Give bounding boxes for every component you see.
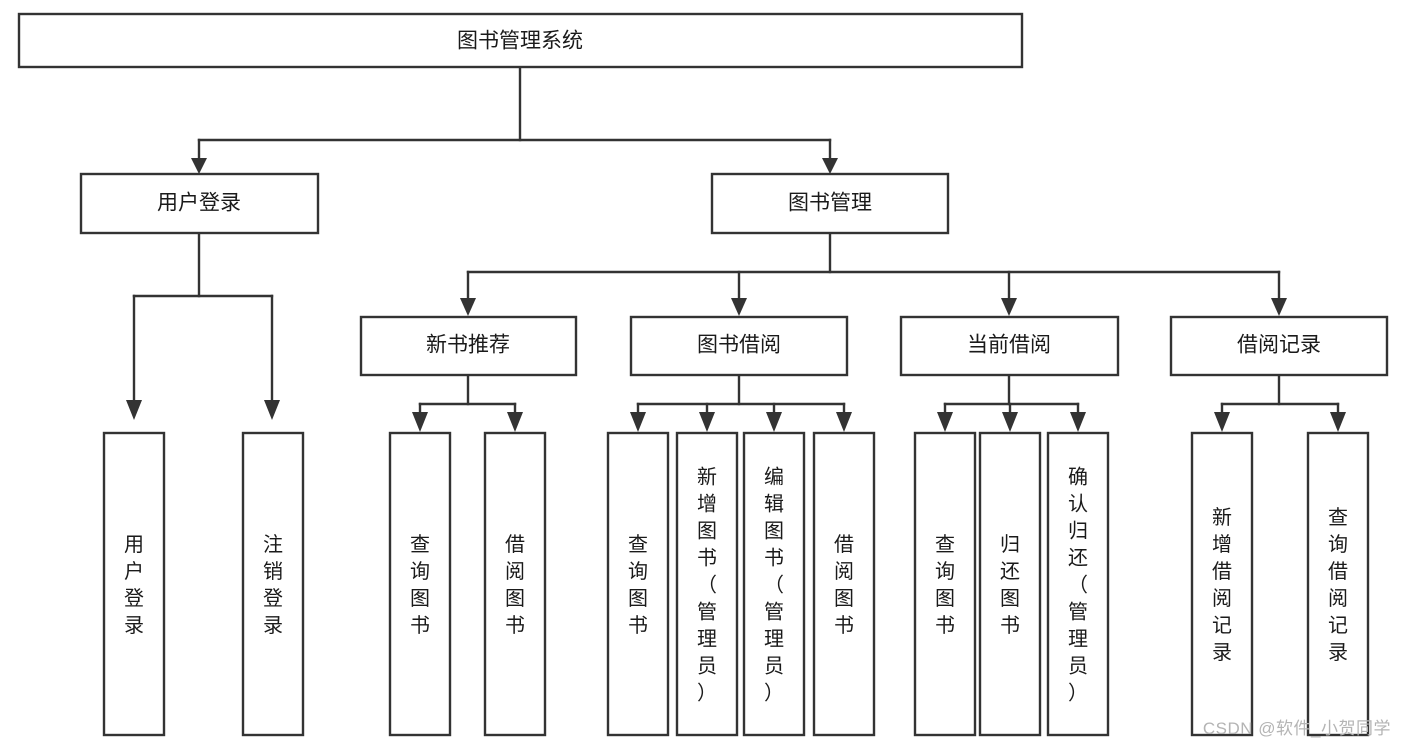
node-borrow-record-box[interactable] [1169, 315, 1389, 377]
node-leaf-user-login[interactable]: 用户登录 [102, 431, 166, 737]
node-book-manage-box[interactable] [710, 172, 950, 235]
node-root-box[interactable] [17, 12, 1024, 69]
node-root[interactable]: 图书管理系统 [17, 12, 1024, 69]
node-leaf-return-book-box[interactable] [978, 431, 1042, 737]
connector-layer [126, 66, 1346, 432]
node-leaf-logout[interactable]: 注销登录 [241, 431, 305, 737]
arrow-head-leaf-borrow-book-2 [836, 412, 852, 432]
arrow-head-user-login [191, 158, 207, 174]
node-leaf-add-record-box[interactable] [1190, 431, 1254, 737]
node-new-book-recommend[interactable]: 新书推荐 [359, 315, 578, 377]
node-current-borrow[interactable]: 当前借阅 [899, 315, 1120, 377]
csdn-watermark: CSDN @软件_小贺同学 [1202, 719, 1391, 738]
node-leaf-query-book-3[interactable]: 查询图书 [913, 431, 977, 737]
arrow-head-leaf-confirm-return [1070, 412, 1086, 432]
node-leaf-borrow-book-2[interactable]: 借阅图书 [812, 431, 876, 737]
node-leaf-query-book-1[interactable]: 查询图书 [388, 431, 452, 737]
node-leaf-edit-book-box[interactable] [742, 431, 806, 737]
node-leaf-add-book-label: 新增图书（管理员） [697, 466, 717, 705]
node-user-login-box[interactable] [79, 172, 320, 235]
node-leaf-return-book-label: 归还图书 [1000, 533, 1020, 637]
node-user-login-label: 用户登录 [157, 192, 241, 215]
node-leaf-add-book[interactable]: 新增图书（管理员） [675, 431, 739, 737]
arrow-head-leaf-edit-book [766, 412, 782, 432]
node-leaf-user-login-box[interactable] [102, 431, 166, 737]
node-leaf-confirm-return[interactable]: 确认归还（管理员） [1046, 431, 1110, 737]
leaf-layer: 用户登录 注销登录 查询图书 借阅图书 查询图书 新增图书（管理员） [102, 431, 1370, 737]
arrow-head-leaf-query-book-2 [630, 412, 646, 432]
node-leaf-borrow-book-1-label: 借阅图书 [505, 533, 525, 637]
node-leaf-query-book-1-label: 查询图书 [410, 533, 430, 637]
arrow-head-leaf-query-book-1 [412, 412, 428, 432]
arrow-head-new-book-recommend [460, 298, 476, 316]
arrow-head-book-manage [822, 158, 838, 174]
node-book-borrow-label: 图书借阅 [697, 334, 781, 357]
node-borrow-record-label: 借阅记录 [1237, 334, 1321, 357]
node-leaf-query-book-2[interactable]: 查询图书 [606, 431, 670, 737]
arrow-head-leaf-query-record [1330, 412, 1346, 432]
node-leaf-borrow-book-1-box[interactable] [483, 431, 547, 737]
node-current-borrow-label: 当前借阅 [967, 334, 1051, 357]
node-book-borrow[interactable]: 图书借阅 [629, 315, 849, 377]
node-leaf-borrow-book-2-box[interactable] [812, 431, 876, 737]
arrow-head-book-borrow [731, 298, 747, 316]
node-leaf-query-book-3-label: 查询图书 [935, 533, 955, 637]
arrow-head-leaf-logout [264, 400, 280, 420]
node-book-manage-label: 图书管理 [788, 192, 872, 215]
node-leaf-query-book-2-box[interactable] [606, 431, 670, 737]
node-new-book-recommend-label: 新书推荐 [426, 334, 510, 357]
node-leaf-borrow-book-1[interactable]: 借阅图书 [483, 431, 547, 737]
node-leaf-query-book-3-box[interactable] [913, 431, 977, 737]
node-leaf-edit-book-label: 编辑图书（管理员） [764, 466, 784, 705]
node-current-borrow-box[interactable] [899, 315, 1120, 377]
arrow-head-leaf-add-book [699, 412, 715, 432]
arrow-head-leaf-user-login [126, 400, 142, 420]
arrow-head-borrow-record [1271, 298, 1287, 316]
arrow-head-leaf-return-book [1002, 412, 1018, 432]
node-book-borrow-box[interactable] [629, 315, 849, 377]
node-book-manage[interactable]: 图书管理 [710, 172, 950, 235]
node-new-book-recommend-box[interactable] [359, 315, 578, 377]
node-leaf-confirm-return-box[interactable] [1046, 431, 1110, 737]
node-leaf-edit-book[interactable]: 编辑图书（管理员） [742, 431, 806, 737]
node-leaf-add-record-label: 新增借阅记录 [1212, 506, 1232, 664]
node-leaf-add-book-box[interactable] [675, 431, 739, 737]
arrow-head-leaf-query-book-3 [937, 412, 953, 432]
arrow-head-current-borrow [1001, 298, 1017, 316]
node-leaf-query-record[interactable]: 查询借阅记录 [1306, 431, 1370, 737]
node-leaf-query-book-2-label: 查询图书 [628, 533, 648, 637]
node-leaf-confirm-return-label: 确认归还（管理员） [1068, 466, 1088, 705]
node-leaf-add-record[interactable]: 新增借阅记录 [1190, 431, 1254, 737]
node-borrow-record[interactable]: 借阅记录 [1169, 315, 1389, 377]
arrow-head-leaf-add-record [1214, 412, 1230, 432]
node-leaf-query-record-box[interactable] [1306, 431, 1370, 737]
node-leaf-borrow-book-2-label: 借阅图书 [834, 533, 854, 637]
arrow-head-leaf-borrow-book-1 [507, 412, 523, 432]
node-leaf-logout-box[interactable] [241, 431, 305, 737]
node-leaf-query-book-1-box[interactable] [388, 431, 452, 737]
node-leaf-logout-label: 注销登录 [263, 533, 283, 637]
node-leaf-return-book[interactable]: 归还图书 [978, 431, 1042, 737]
node-user-login[interactable]: 用户登录 [79, 172, 320, 235]
node-leaf-query-record-label: 查询借阅记录 [1328, 506, 1348, 664]
node-root-label: 图书管理系统 [457, 30, 583, 53]
node-leaf-user-login-label: 用户登录 [124, 534, 144, 637]
